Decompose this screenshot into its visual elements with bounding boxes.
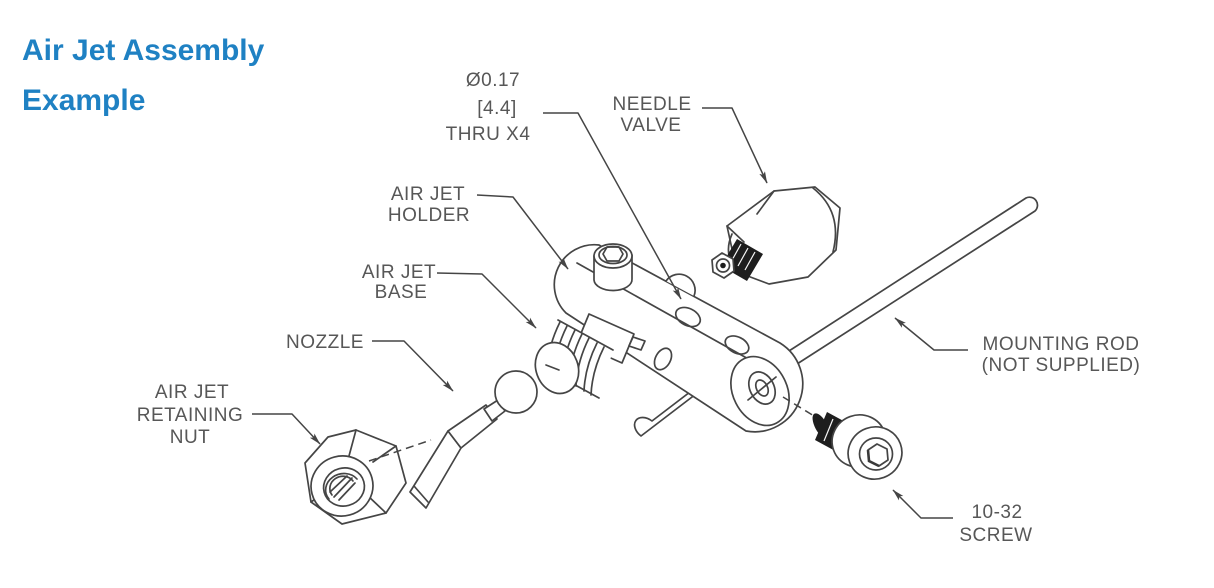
mounting-rod-label: MOUNTING ROD (NOT SUPPLIED) — [982, 334, 1141, 376]
nozzle-part — [409, 370, 538, 509]
air-jet-holder-label: AIR JET HOLDER — [388, 184, 470, 226]
needle-valve-leader — [702, 107, 768, 184]
mounting-rod-leader — [894, 317, 968, 351]
leader-lines — [252, 107, 968, 519]
svg-text:NOZZLE: NOZZLE — [286, 332, 364, 353]
svg-text:HOLDER: HOLDER — [388, 205, 470, 226]
nozzle-leader — [372, 340, 454, 392]
svg-text:AIR JET: AIR JET — [391, 184, 465, 205]
svg-text:NUT: NUT — [170, 427, 211, 448]
air-jet-base-leader — [436, 272, 537, 329]
air-jet-base-part — [534, 313, 646, 399]
dim-callout-leader — [543, 112, 682, 300]
svg-text:(NOT SUPPLIED): (NOT SUPPLIED) — [982, 355, 1141, 376]
nut-axis-dashed-line — [368, 439, 432, 462]
svg-text:MOUNTING ROD: MOUNTING ROD — [983, 334, 1140, 355]
needle-valve-label: NEEDLE VALVE — [612, 94, 691, 136]
svg-text:RETAINING: RETAINING — [137, 405, 244, 426]
svg-text:SCREW: SCREW — [959, 525, 1032, 546]
retaining-nut-label: AIR JET RETAINING NUT — [137, 382, 244, 448]
dim-callout-label: Ø0.17 [4.4] THRU X4 — [446, 70, 531, 145]
screw-leader — [892, 489, 953, 519]
screw-label: 10-32 SCREW — [959, 502, 1032, 546]
page-title: Air Jet Assembly Example — [22, 26, 264, 126]
nozzle-label: NOZZLE — [286, 332, 364, 353]
svg-text:VALVE: VALVE — [621, 115, 682, 136]
set-screw — [593, 243, 633, 292]
needle-valve-part — [711, 186, 841, 285]
screw-part — [782, 396, 903, 480]
page-title-line2: Example — [22, 84, 146, 117]
svg-text:Ø0.17: Ø0.17 — [466, 70, 520, 91]
diagram-labels: Ø0.17 [4.4] THRU X4 NEEDLE VALVE AIR JET… — [137, 70, 1141, 546]
svg-text:NEEDLE: NEEDLE — [612, 94, 691, 115]
retaining-nut-leader — [252, 413, 321, 445]
mounting-rod-part — [774, 196, 1039, 374]
svg-text:BASE: BASE — [375, 282, 428, 303]
svg-text:10-32: 10-32 — [971, 502, 1022, 523]
page-title-line1: Air Jet Assembly — [22, 34, 265, 67]
retaining-nut-part — [304, 429, 407, 525]
screw-axis-dashed-line — [782, 396, 820, 420]
air-jet-holder-part — [553, 243, 804, 433]
svg-text:AIR JET: AIR JET — [362, 262, 436, 283]
svg-text:AIR JET: AIR JET — [155, 382, 229, 403]
air-jet-holder-leader — [476, 194, 569, 270]
air-jet-base-label: AIR JET BASE — [362, 262, 436, 303]
svg-text:THRU X4: THRU X4 — [446, 124, 531, 145]
svg-text:[4.4]: [4.4] — [477, 98, 516, 119]
